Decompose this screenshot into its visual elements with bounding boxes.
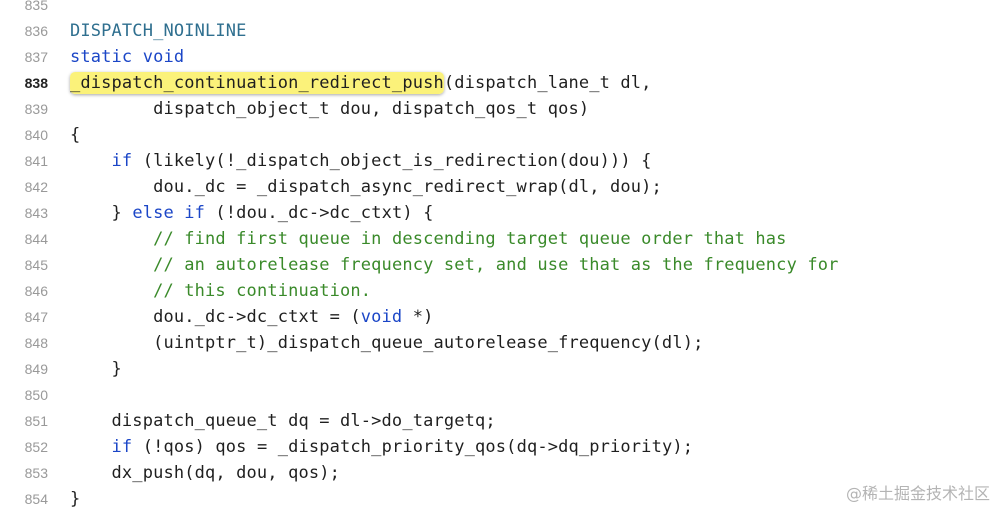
code-line[interactable]: 848 (uintptr_t)_dispatch_queue_autorelea… (0, 330, 1004, 356)
line-number: 839 (24, 101, 48, 117)
code-text: } (70, 359, 122, 379)
code-line[interactable]: 846 // this continuation. (0, 278, 1004, 304)
keyword-token: static (70, 47, 133, 67)
code-text: if (likely(!_dispatch_object_is_redirect… (70, 151, 652, 171)
code-token (70, 229, 153, 249)
line-number: 841 (24, 153, 48, 169)
code-token: *) (402, 307, 434, 327)
code-token: dispatch_queue_t dq = dl->do_targetq; (70, 411, 496, 431)
code-token: { (70, 125, 81, 145)
code-text: dx_push(dq, dou, qos); (70, 463, 340, 483)
comment-token: // this continuation. (153, 281, 372, 301)
code-token: } (70, 489, 81, 509)
line-number: 847 (24, 309, 48, 325)
code-token (70, 151, 112, 171)
code-line[interactable]: 849 } (0, 356, 1004, 382)
code-token: (!dou._dc->dc_ctxt) { (205, 203, 434, 223)
line-number: 853 (24, 465, 48, 481)
code-text: static void (70, 47, 184, 67)
keyword-token: else (132, 203, 174, 223)
line-number: 840 (24, 127, 48, 143)
code-text: DISPATCH_NOINLINE (70, 21, 247, 41)
line-number: 852 (24, 439, 48, 455)
line-number: 842 (24, 179, 48, 195)
line-number: 844 (24, 231, 48, 247)
keyword-token: void (142, 47, 185, 67)
line-number: 845 (24, 257, 48, 273)
code-token: (uintptr_t)_dispatch_queue_autorelease_f… (70, 333, 704, 353)
code-token: (!qos) qos = _dispatch_priority_qos(dq->… (132, 437, 694, 457)
code-line[interactable]: 851 dispatch_queue_t dq = dl->do_targetq… (0, 408, 1004, 434)
line-number: 835 (24, 0, 48, 13)
code-text: dispatch_object_t dou, dispatch_qos_t qo… (70, 99, 589, 119)
line-number: 850 (24, 387, 48, 403)
code-line[interactable]: 840 { (0, 122, 1004, 148)
code-text: _dispatch_continuation_redirect_push(dis… (70, 72, 652, 94)
code-text: } (70, 489, 80, 509)
code-line[interactable]: 850 (0, 382, 1004, 408)
code-text: if (!qos) qos = _dispatch_priority_qos(d… (70, 437, 693, 457)
code-token: (likely(!_dispatch_object_is_redirection… (132, 151, 652, 171)
code-line[interactable]: 845 // an autorelease frequency set, and… (0, 252, 1004, 278)
code-token: dou._dc->dc_ctxt = ( (70, 307, 361, 327)
code-line[interactable]: 837 static void (0, 44, 1004, 70)
code-line[interactable]: 841 if (likely(!_dispatch_object_is_redi… (0, 148, 1004, 174)
code-text: (uintptr_t)_dispatch_queue_autorelease_f… (70, 333, 703, 353)
line-number: 846 (24, 283, 48, 299)
code-line[interactable]: 847 dou._dc->dc_ctxt = (void *) (0, 304, 1004, 330)
code-text: dou._dc->dc_ctxt = (void *) (70, 307, 433, 327)
code-line[interactable]: 842 dou._dc = _dispatch_async_redirect_w… (0, 174, 1004, 200)
code-text: // find first queue in descending target… (70, 229, 787, 249)
highlighted-symbol[interactable]: _dispatch_continuation_redirect_push (70, 72, 444, 94)
code-token (132, 47, 142, 67)
code-line[interactable]: 854} (0, 486, 1004, 512)
line-number: 849 (24, 361, 48, 377)
keyword-token: if (184, 203, 206, 223)
line-number: 851 (24, 413, 48, 429)
line-number: 838 (24, 75, 48, 91)
code-token: dispatch_object_t dou, dispatch_qos_t qo… (70, 99, 590, 119)
line-number: 854 (24, 491, 48, 507)
code-token (70, 281, 153, 301)
watermark: @稀土掘金技术社区 (845, 484, 990, 503)
code-line[interactable]: 835 (0, 0, 1004, 18)
code-line[interactable]: 838 _dispatch_continuation_redirect_push(… (0, 70, 1004, 96)
code-token (70, 437, 112, 457)
code-token (174, 203, 184, 223)
code-text: } else if (!dou._dc->dc_ctxt) { (70, 203, 434, 223)
line-number: 843 (24, 205, 48, 221)
macro-token: DISPATCH_NOINLINE (70, 21, 247, 41)
code-line[interactable]: 843 } else if (!dou._dc->dc_ctxt) { (0, 200, 1004, 226)
comment-token: // find first queue in descending target… (153, 229, 787, 249)
code-text: // an autorelease frequency set, and use… (70, 255, 839, 275)
code-line[interactable]: 853 dx_push(dq, dou, qos); (0, 460, 1004, 486)
code-line[interactable]: 852 if (!qos) qos = _dispatch_priority_q… (0, 434, 1004, 460)
line-number: 837 (24, 49, 48, 65)
keyword-token: if (111, 437, 133, 457)
code-text: { (70, 125, 80, 145)
code-line[interactable]: 844 // find first queue in descending ta… (0, 226, 1004, 252)
code-line[interactable]: 836 DISPATCH_NOINLINE (0, 18, 1004, 44)
line-number: 848 (24, 335, 48, 351)
code-text: // this continuation. (70, 281, 371, 301)
code-text: dispatch_queue_t dq = dl->do_targetq; (70, 411, 496, 431)
keyword-token: void (360, 307, 403, 327)
code-token: (dispatch_lane_t dl, (443, 73, 652, 93)
comment-token: // an autorelease frequency set, and use… (153, 255, 839, 275)
code-line[interactable]: 839 dispatch_object_t dou, dispatch_qos_… (0, 96, 1004, 122)
code-token: } (70, 359, 122, 379)
code-token: dx_push(dq, dou, qos); (70, 463, 341, 483)
code-text: dou._dc = _dispatch_async_redirect_wrap(… (70, 177, 662, 197)
code-token (70, 255, 153, 275)
code-token: } (70, 203, 133, 223)
line-number: 836 (24, 23, 48, 39)
keyword-token: if (111, 151, 133, 171)
code-token: dou._dc = _dispatch_async_redirect_wrap(… (70, 177, 662, 197)
